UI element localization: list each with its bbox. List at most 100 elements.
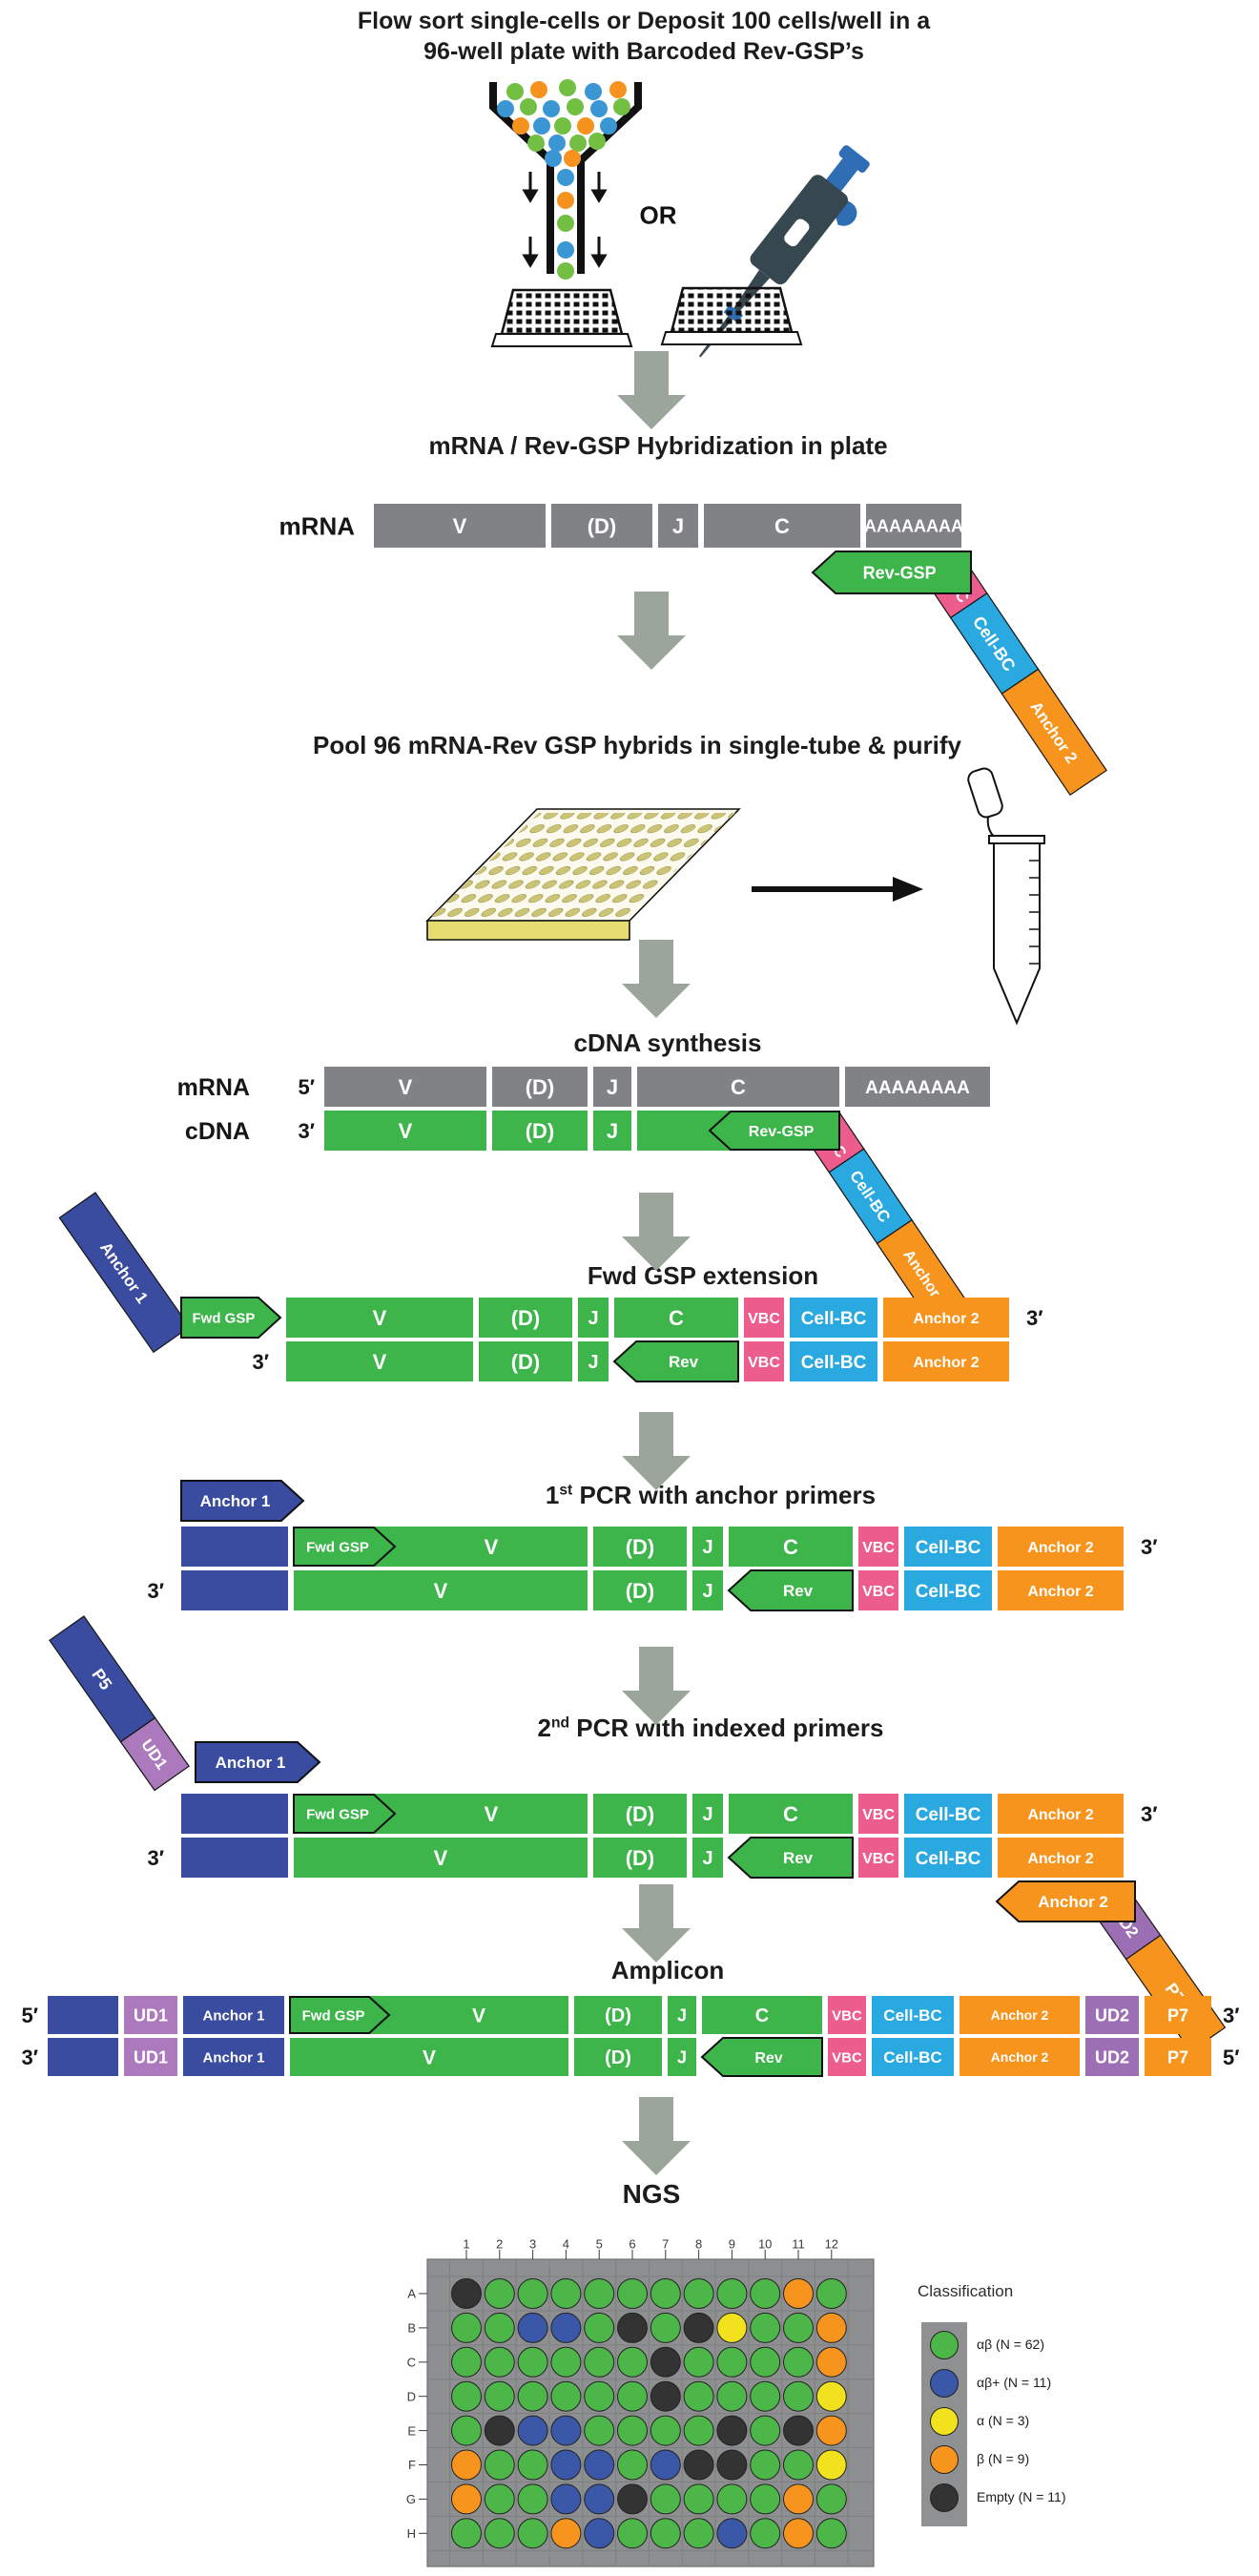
segment-Anchor 1 [183, 1996, 284, 2034]
well-F11 [783, 2449, 814, 2481]
label: V [434, 1579, 448, 1603]
segment-fwdgsp-v [294, 1527, 588, 1567]
segment-V [294, 1570, 588, 1610]
well-A4 [550, 2278, 582, 2309]
well-A1 [451, 2278, 482, 2309]
primer-anchor2-primer: Anchor 2 [995, 1880, 1136, 1922]
label: (D) [588, 514, 617, 538]
label: (D) [511, 1306, 541, 1330]
segment-J [578, 1341, 609, 1381]
well-C6 [617, 2346, 648, 2378]
well-C2 [484, 2346, 515, 2378]
segment-Anchor 2 [998, 1570, 1124, 1610]
segment-(D) [593, 1527, 687, 1567]
label: J [677, 2047, 687, 2067]
arrow-left-shape [995, 1880, 1136, 1922]
label: P7 [1167, 2047, 1188, 2067]
label: Anchor 2 [1027, 1851, 1093, 1867]
label: UD2 [1095, 2047, 1129, 2067]
fwd-gsp-outline [289, 1996, 391, 2034]
well-C9 [716, 2346, 748, 2378]
legend-dot [930, 2369, 959, 2398]
well-H11 [783, 2518, 814, 2549]
segment-C [729, 1794, 853, 1834]
well-F6 [617, 2449, 648, 2481]
segment-VBC [858, 1794, 898, 1834]
end-label: 3′ [298, 1119, 315, 1143]
segment-navy [48, 2038, 118, 2076]
well-D4 [550, 2380, 582, 2412]
label: Anchor 2 [1027, 1584, 1093, 1600]
well-H5 [584, 2518, 615, 2549]
label: AAAAAAAA [864, 516, 963, 535]
well-G12 [815, 2483, 847, 2515]
label: Rev [783, 1582, 814, 1600]
segment-V [374, 504, 546, 548]
segment-UD2 [1085, 2038, 1139, 2076]
well-A11 [783, 2278, 814, 2309]
plate-grid [427, 2259, 874, 2566]
segment-J [692, 1570, 723, 1610]
down-arrow-icon [622, 1647, 691, 1725]
well-G10 [750, 2483, 781, 2515]
label: Anchor 2 [1027, 1540, 1093, 1556]
label: J [607, 1119, 618, 1143]
plate-col-label: 2 [496, 2237, 503, 2252]
well-D9 [716, 2380, 748, 2412]
end-label: 5′ [1223, 2046, 1240, 2069]
plate-col-label: 1 [463, 2237, 469, 2252]
segment-V [290, 2038, 568, 2076]
label: J [607, 1075, 618, 1099]
label: Rev [669, 1353, 699, 1371]
segment-green [637, 1111, 839, 1151]
tube-icon [967, 767, 1045, 1026]
well-C11 [783, 2346, 814, 2378]
segment-navy [181, 1527, 288, 1567]
segment-C [702, 1996, 822, 2034]
label: Rev-GSP [749, 1124, 815, 1140]
fwd-gsp-outline [293, 1794, 397, 1834]
segment-VBC [744, 1341, 784, 1381]
segment-navy [48, 1996, 118, 2034]
label: Anchor 2 [991, 2007, 1049, 2023]
down-arrow-icon [617, 592, 686, 670]
label: Anchor 2 [991, 2049, 1049, 2065]
well-F12 [815, 2449, 847, 2481]
well-H2 [484, 2518, 515, 2549]
well-B11 [783, 2312, 814, 2343]
label: (D) [605, 2005, 631, 2026]
label: Fwd GSP [193, 1310, 256, 1326]
label: J [677, 2005, 687, 2025]
label: (D) [511, 1350, 541, 1374]
segment-VBC [744, 1298, 784, 1338]
label: C [774, 514, 790, 538]
segment-UD2 [1085, 1996, 1139, 2034]
label: V [434, 1846, 448, 1870]
plate-col-label: 6 [629, 2237, 635, 2252]
well-F7 [650, 2449, 681, 2481]
well-G3 [517, 2483, 548, 2515]
well-B4 [550, 2312, 582, 2343]
label: (D) [626, 1579, 655, 1603]
well-A6 [617, 2278, 648, 2309]
well-D8 [683, 2380, 714, 2412]
plate-col-label: 8 [695, 2237, 702, 2252]
legend-label: α (N = 3) [977, 2413, 1030, 2428]
heading-hybridization: mRNA / Rev-GSP Hybridization in plate [428, 431, 888, 460]
well-H3 [517, 2518, 548, 2549]
end-label: 3′ [1141, 1802, 1158, 1826]
label: UD2 [1095, 2005, 1129, 2025]
well-G5 [584, 2483, 615, 2515]
end-label: mRNA [177, 1074, 250, 1101]
well-D2 [484, 2380, 515, 2412]
end-label: 5′ [21, 2004, 38, 2027]
well-F10 [750, 2449, 781, 2481]
falling-arrows [522, 172, 608, 268]
well-E6 [617, 2415, 648, 2446]
well-G1 [451, 2483, 482, 2515]
